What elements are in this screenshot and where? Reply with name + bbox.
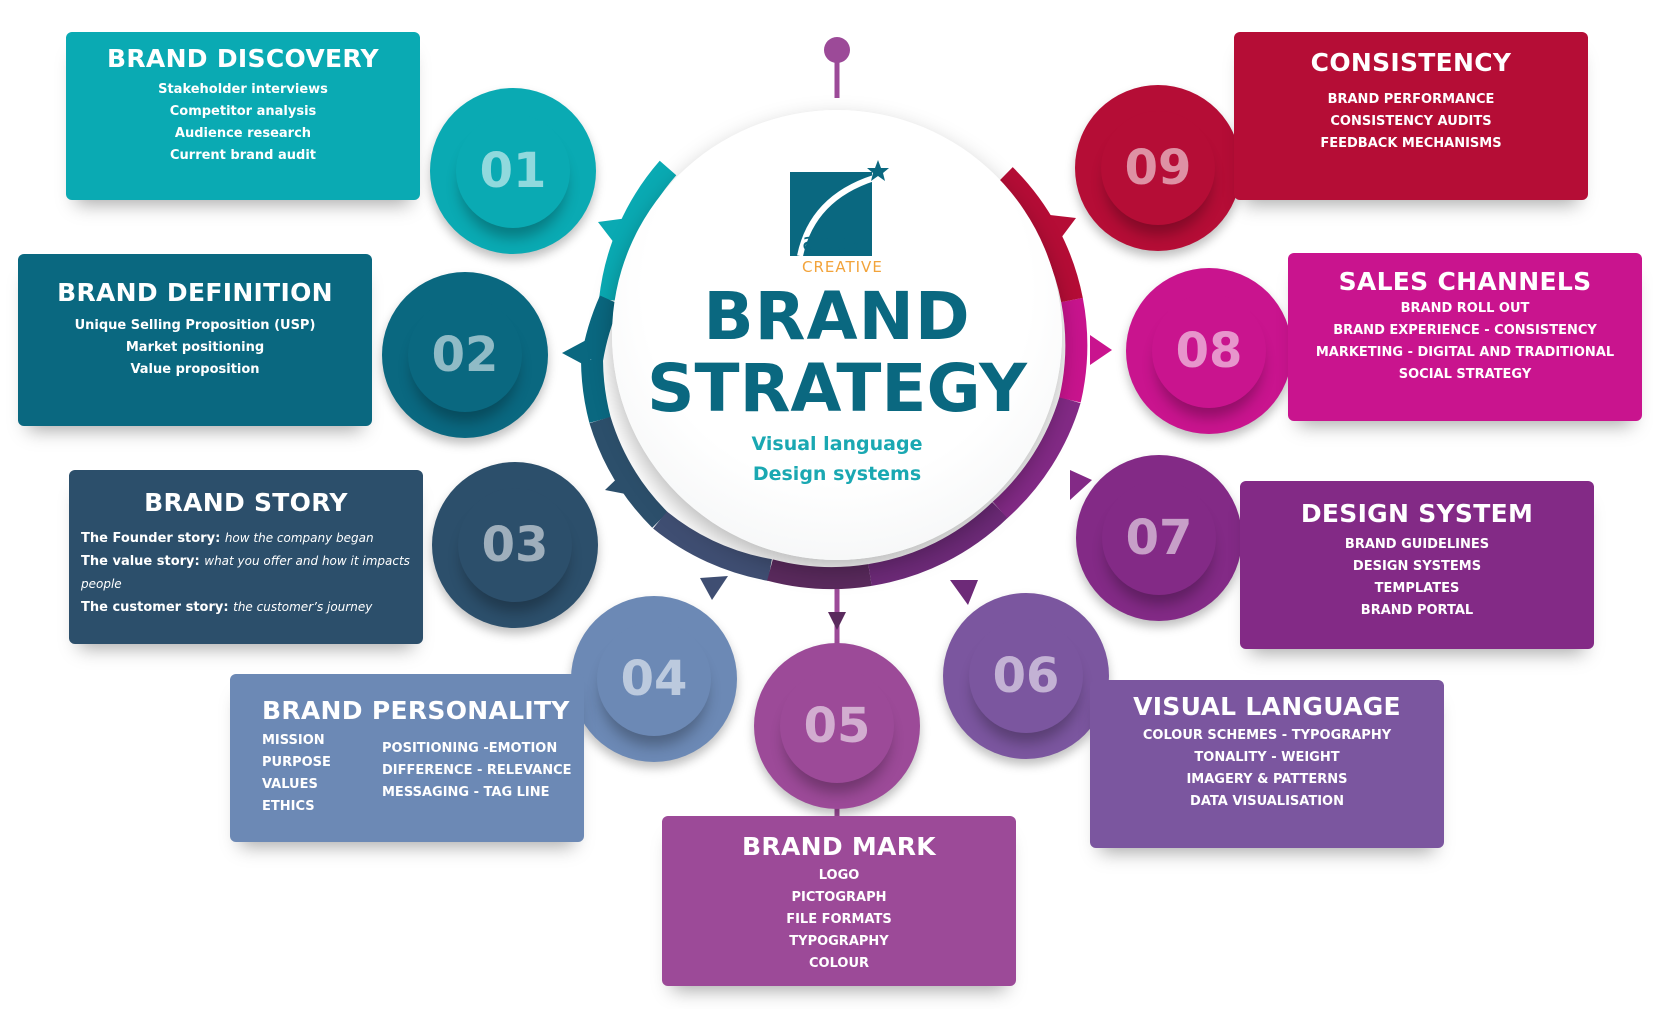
step-number: 09 (1124, 140, 1192, 196)
list-item: SOCIAL STRATEGY (1398, 367, 1532, 382)
center-subtitle-2: Design systems (752, 463, 922, 485)
card-title: DESIGN SYSTEM (1300, 499, 1534, 528)
list-item: FILE FORMATS (786, 912, 892, 927)
list-item: PICTOGRAPH (791, 890, 887, 905)
card-brand-definition: BRAND DEFINITION Unique Selling Proposit… (18, 254, 372, 426)
card-title: VISUAL LANGUAGE (1133, 692, 1401, 721)
story-desc: the customer’s journey (233, 600, 373, 614)
list-item: TONALITY - WEIGHT (1194, 750, 1340, 765)
card-title: BRAND DISCOVERY (107, 44, 379, 73)
step-circle-07: 07 (1076, 455, 1242, 621)
step-number: 05 (803, 698, 871, 754)
step-circle-05: 05 (754, 643, 920, 809)
list-item: DATA VISUALISATION (1190, 794, 1344, 809)
list-item: COLOUR (808, 956, 870, 971)
card-brand-discovery: BRAND DISCOVERY Stakeholder interviews C… (66, 32, 420, 200)
list-item: DESIGN SYSTEMS (1352, 559, 1482, 574)
list-item: BRAND PORTAL (1360, 603, 1474, 618)
list-item: TYPOGRAPHY (789, 934, 889, 949)
step-number: 03 (481, 517, 549, 573)
list-item: CONSISTENCY AUDITS (1330, 114, 1492, 129)
step-circle-02: 02 (382, 272, 548, 438)
list-item: BRAND GUIDELINES (1344, 537, 1490, 552)
list-item: Current brand audit (169, 148, 316, 163)
list-item: TEMPLATES (1374, 581, 1460, 596)
story-line: The value story: what you offer and how … (81, 550, 423, 596)
arttia-logo-mark (790, 160, 889, 257)
list-item: BRAND ROLL OUT (1400, 301, 1530, 316)
title-line-1: BRAND (703, 278, 971, 355)
list-item: Stakeholder interviews (158, 82, 328, 97)
list-item: MISSION (262, 733, 325, 748)
step-number: 02 (431, 327, 499, 383)
list-item: Value proposition (130, 362, 260, 377)
list-item: ETHICS (262, 799, 315, 814)
center-hub: arttia CREATIVE BRAND STRATEGY Visual la… (612, 110, 1062, 560)
step-circle-06: 06 (943, 593, 1109, 759)
list-item: MESSAGING - TAG LINE (382, 785, 550, 800)
step-number: 04 (620, 651, 688, 707)
list-item: COLOUR SCHEMES - TYPOGRAPHY (1142, 728, 1392, 743)
card-title: BRAND MARK (742, 832, 936, 861)
step-number: 08 (1175, 323, 1243, 379)
step-circle-04: 04 (571, 596, 737, 762)
list-item: IMAGERY & PATTERNS (1186, 772, 1348, 787)
list-item: LOGO (818, 868, 860, 883)
step-number: 01 (479, 143, 547, 199)
card-brand-personality: BRAND PERSONALITY MISSION PURPOSE VALUES… (230, 674, 584, 842)
story-label: The value story: (81, 554, 200, 569)
step-circle-03: 03 (432, 462, 598, 628)
card-consistency: CONSISTENCY BRAND PERFORMANCE CONSISTENC… (1234, 32, 1588, 200)
step-number: 07 (1125, 510, 1193, 566)
story-label: The customer story: (81, 600, 229, 615)
list-item: FEEDBACK MECHANISMS (1320, 136, 1502, 151)
card-sales-channels: SALES CHANNELS BRAND ROLL OUT BRAND EXPE… (1288, 253, 1642, 421)
story-line: The customer story: the customer’s journ… (81, 596, 423, 619)
title-line-2: STRATEGY (647, 350, 1027, 427)
card-brand-story: BRAND STORY The Founder story: how the c… (69, 470, 423, 644)
card-title: SALES CHANNELS (1338, 267, 1592, 296)
step-circle-01: 01 (430, 88, 596, 254)
list-item: BRAND PERFORMANCE (1327, 92, 1495, 107)
card-visual-language: VISUAL LANGUAGE COLOUR SCHEMES - TYPOGRA… (1090, 680, 1444, 848)
story-label: The Founder story: (81, 531, 221, 546)
list-item: BRAND EXPERIENCE - CONSISTENCY (1333, 323, 1597, 338)
step-circle-08: 08 (1126, 268, 1292, 434)
list-item: PURPOSE (262, 755, 331, 770)
logo-wordmark: arttia (802, 228, 867, 256)
story-desc: how the company began (224, 531, 374, 545)
list-item: Market positioning (125, 340, 265, 355)
card-title: BRAND STORY (144, 488, 348, 517)
step-number: 06 (992, 648, 1060, 704)
card-title: CONSISTENCY (1310, 48, 1512, 77)
list-item: VALUES (262, 777, 318, 792)
story-line: The Founder story: how the company began (81, 527, 423, 550)
list-item: DIFFERENCE - RELEVANCE (382, 763, 572, 778)
list-item: Competitor analysis (169, 104, 317, 119)
card-title: BRAND PERSONALITY (262, 696, 570, 725)
card-title: BRAND DEFINITION (57, 278, 333, 307)
center-subtitle-1: Visual language (751, 433, 923, 455)
card-brand-mark: BRAND MARK LOGO PICTOGRAPH FILE FORMATS … (662, 816, 1016, 986)
card-design-system: DESIGN SYSTEM BRAND GUIDELINES DESIGN SY… (1240, 481, 1594, 649)
list-item: MARKETING - DIGITAL AND TRADITIONAL (1315, 345, 1615, 360)
list-item: POSITIONING -EMOTION (382, 741, 558, 756)
step-circle-09: 09 (1075, 85, 1241, 251)
list-item: Audience research (174, 126, 312, 141)
list-item: Unique Selling Proposition (USP) (74, 318, 316, 333)
logo-subtext: CREATIVE (802, 258, 883, 276)
story-desc: what you offer and how it impacts people (81, 554, 410, 591)
